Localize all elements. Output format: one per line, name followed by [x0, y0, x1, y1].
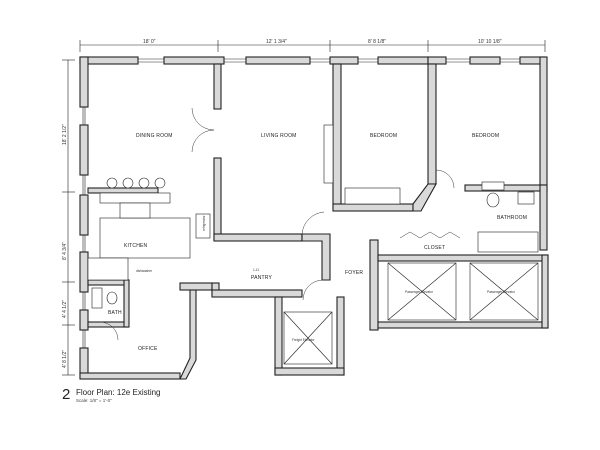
freight-elevator-label: Freight Elevator: [292, 338, 315, 342]
left-dimension-line: 18' 2 1/2" 8' 4 3/4" 4' 4 1/2" 4' 8 1/2": [62, 59, 75, 376]
office-label: OFFICE: [138, 346, 158, 352]
interior-walls: [87, 63, 549, 376]
foyer-label: FOYER: [345, 270, 363, 276]
dim-top-3: 8' 8 1/8": [368, 39, 386, 45]
dim-top-4: 10' 10 1/8": [478, 39, 502, 45]
dim-top-1: 18' 0": [143, 39, 156, 45]
bedroom2-label: BEDROOM: [472, 133, 499, 139]
bedroom1-label: BEDROOM: [370, 133, 397, 139]
room-labels: DINING ROOM LIVING ROOM BEDROOM BEDROOM …: [108, 133, 527, 352]
dining-room-label: DINING ROOM: [136, 133, 173, 139]
passenger-elevator-1-label: Passenger Elevator: [405, 290, 434, 294]
living-room-label: LIVING ROOM: [261, 133, 297, 139]
doors: [99, 107, 455, 341]
pantry-number-label: 1-11: [253, 268, 259, 272]
dim-left-3: 4' 4 1/2": [62, 300, 68, 318]
bathroom-label: BATHROOM: [497, 215, 527, 221]
kitchen-label: KITCHEN: [124, 243, 148, 249]
top-dimension-line: 18' 0" 12' 1 3/4" 8' 8 1/8" 10' 10 1/8": [79, 39, 546, 52]
passenger-elevator-2-label: Passenger Elevator: [487, 290, 516, 294]
dim-top-2: 12' 1 3/4": [266, 39, 287, 45]
dishwasher-label: dishwasher: [136, 269, 153, 273]
dim-left-4: 4' 8 1/2": [62, 350, 68, 368]
sheet-number: 2: [62, 386, 71, 403]
dim-left-1: 18' 2 1/2": [62, 124, 68, 145]
bath-label: BATH: [108, 310, 122, 316]
sheet-title: Floor Plan: 12e Existing: [76, 388, 161, 397]
dim-left-2: 8' 4 3/4": [62, 242, 68, 260]
pantry-label: PANTRY: [251, 275, 272, 281]
sheet-scale: Scale: 1/8" = 1'-0": [76, 398, 112, 403]
closet-label: CLOSET: [424, 245, 445, 251]
fixtures: refrigerator dishwasher: [87, 124, 539, 365]
refrigerator-label: refrigerator: [202, 214, 206, 231]
exterior-walls: [79, 56, 548, 380]
